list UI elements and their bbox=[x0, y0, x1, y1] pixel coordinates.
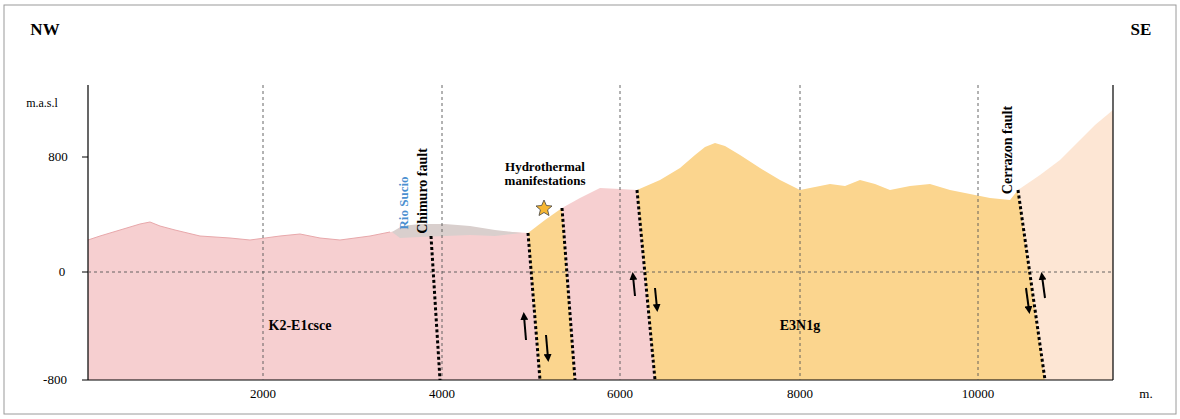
axis-unit: m. bbox=[1139, 387, 1152, 401]
surface-line bbox=[88, 222, 390, 240]
frame bbox=[4, 5, 1176, 414]
feature-label: Hydrothermal manifestations bbox=[490, 160, 600, 189]
direction-label: NW bbox=[30, 21, 59, 40]
alluvium bbox=[392, 224, 522, 238]
axis-tick-label: 2000 bbox=[250, 387, 276, 401]
fault-lines bbox=[431, 190, 1045, 380]
formation-east bbox=[1018, 110, 1113, 380]
movement-arrows bbox=[524, 276, 1045, 358]
tick bbox=[82, 380, 88, 381]
axis-tick-label: 800 bbox=[48, 150, 68, 164]
axis-left bbox=[87, 85, 88, 380]
hydrothermal-star bbox=[536, 200, 552, 216]
axis-tick-label: 0 bbox=[59, 265, 66, 279]
axis-unit: m.a.s.l bbox=[26, 97, 58, 110]
river-label: Rio Sucio bbox=[397, 176, 411, 229]
axis-tick-label: -800 bbox=[43, 373, 67, 387]
axis-tick-label: 10000 bbox=[962, 387, 995, 401]
axis-tick-label: 6000 bbox=[607, 387, 633, 401]
axis-right bbox=[1112, 85, 1113, 380]
fault-label: Chimuro fault bbox=[415, 148, 430, 234]
tick bbox=[82, 272, 88, 273]
formation-e3 bbox=[637, 143, 1045, 380]
axis-bottom bbox=[88, 379, 1113, 380]
formation-label: E3N1g bbox=[780, 318, 820, 333]
direction-label: SE bbox=[1131, 21, 1152, 40]
axis-tick-label: 4000 bbox=[429, 387, 455, 401]
axis-tick-label: 8000 bbox=[787, 387, 813, 401]
tick bbox=[82, 157, 88, 158]
grid bbox=[88, 85, 1113, 380]
fault-label: Cerrazon fault bbox=[1000, 106, 1015, 194]
formation-k2 bbox=[88, 222, 540, 380]
formation-label: K2-E1csce bbox=[269, 318, 332, 333]
